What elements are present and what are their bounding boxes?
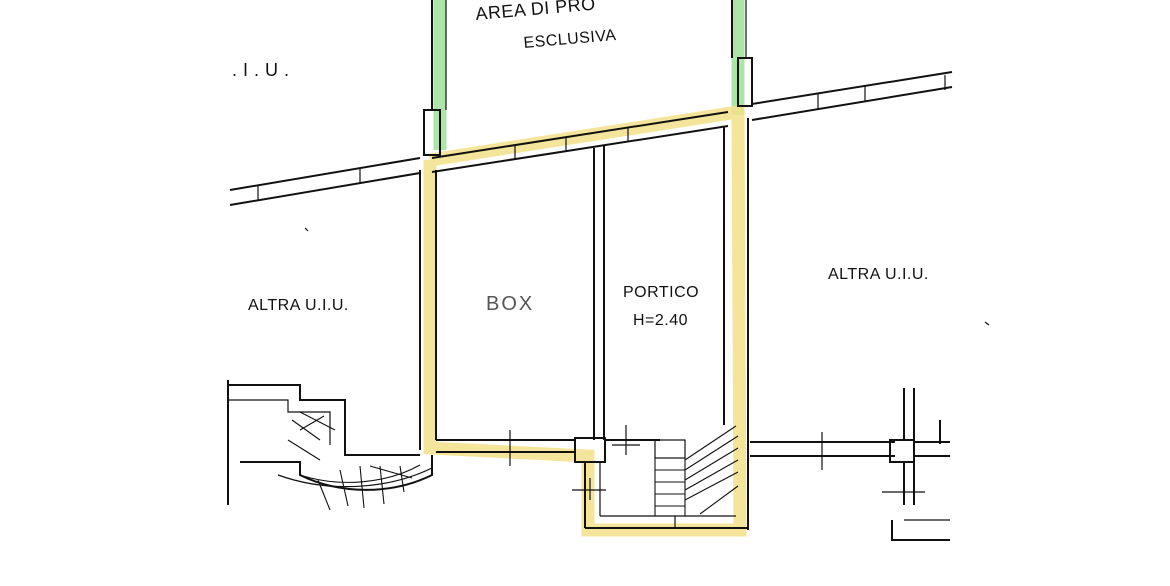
label-box: BOX bbox=[486, 293, 534, 315]
box-portico-walls bbox=[419, 118, 749, 530]
exclusive-area-walls bbox=[423, 0, 753, 156]
label-portico-height: H=2.40 bbox=[633, 312, 688, 329]
label-altra-uiu-left: ALTRA U.I.U. bbox=[248, 297, 349, 314]
left-spiral-stair bbox=[227, 380, 433, 511]
boundary-walls bbox=[229, 71, 953, 206]
label-area-line2: ESCLUSIVA bbox=[523, 27, 617, 52]
portico-stairs bbox=[655, 425, 739, 515]
label-portico: PORTICO bbox=[623, 284, 699, 301]
property-highlight bbox=[423, 104, 747, 537]
right-side-walls bbox=[750, 388, 950, 541]
label-area-line1: AREA DI PRO bbox=[475, 0, 597, 24]
label-uiu-top-left: . I . U . bbox=[232, 60, 290, 80]
dimension-ticks bbox=[304, 227, 990, 326]
label-altra-uiu-right: ALTRA U.I.U. bbox=[828, 266, 929, 283]
